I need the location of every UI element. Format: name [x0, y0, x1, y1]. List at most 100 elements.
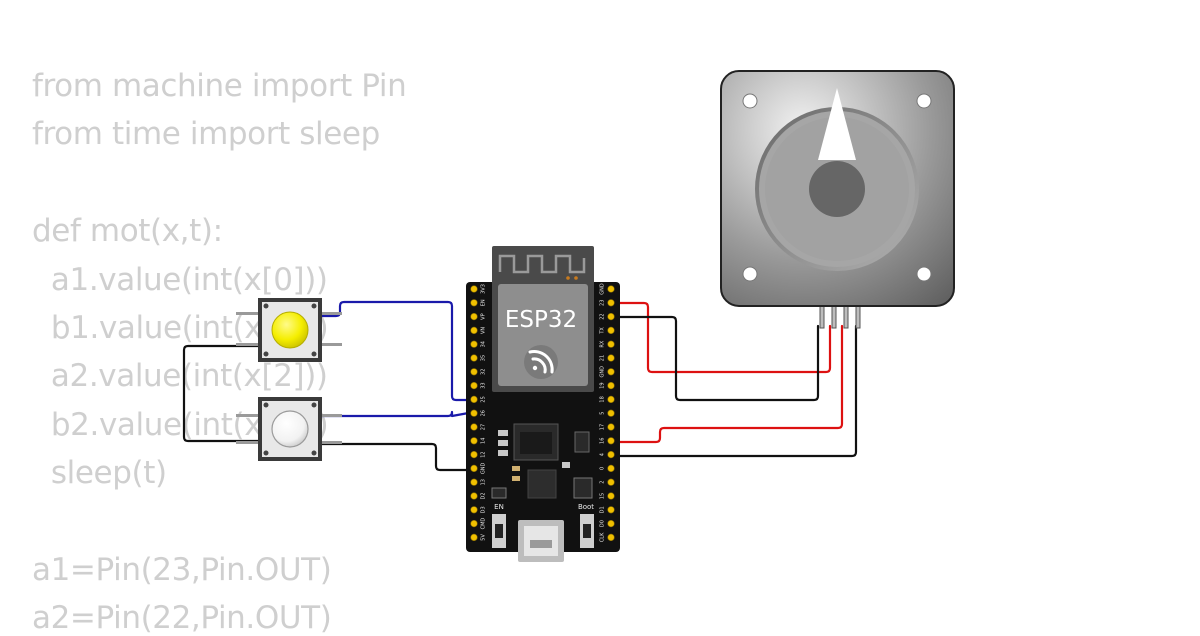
button-yellow[interactable] — [236, 298, 342, 362]
pin-rx[interactable] — [607, 340, 615, 348]
pin-5v[interactable] — [470, 533, 478, 542]
code-line: from machine import Pin — [32, 68, 407, 104]
pin-label: 32 — [481, 369, 487, 375]
pin-13[interactable] — [470, 478, 478, 486]
pin-19[interactable] — [607, 382, 615, 390]
pin-12[interactable] — [470, 451, 478, 459]
pin-label: D3 — [481, 506, 487, 513]
pin-label: 14 — [481, 438, 487, 444]
pin-d3[interactable] — [470, 506, 478, 514]
wire-red-motor-a1[interactable] — [609, 301, 832, 374]
module-label: ESP32 — [505, 307, 577, 333]
pin-33[interactable] — [470, 382, 478, 390]
pin-4[interactable] — [607, 451, 615, 459]
code-line: a1=Pin(23,Pin.OUT) — [32, 552, 332, 588]
motor-shaft — [809, 161, 865, 217]
mount-hole — [916, 93, 932, 109]
pin-label: 16 — [600, 438, 606, 444]
mount-hole — [742, 266, 758, 282]
pin-label: VN — [481, 327, 487, 334]
pin-15[interactable] — [607, 492, 615, 500]
pin-label: 2 — [600, 481, 606, 484]
pin-label: 13 — [481, 479, 487, 485]
pin-23[interactable] — [607, 299, 615, 307]
button-white-cap[interactable] — [271, 410, 309, 448]
pin-35[interactable] — [470, 354, 478, 362]
pin-label: 5V — [481, 534, 487, 541]
stepper-motor[interactable] — [720, 70, 955, 329]
pin-label: 0 — [600, 467, 606, 470]
pin-label: EN — [481, 299, 487, 306]
pin-18[interactable] — [607, 395, 615, 404]
pin-vp[interactable] — [470, 313, 478, 321]
code-line: def mot(x,t): — [32, 213, 223, 250]
pin-label: 17 — [600, 424, 606, 430]
pin-d2[interactable] — [470, 492, 478, 500]
pin-clk[interactable] — [607, 533, 615, 542]
pin-label: VP — [481, 313, 487, 319]
pin-label: 15 — [600, 493, 606, 499]
button-white[interactable] — [236, 397, 342, 461]
pin-tx[interactable] — [607, 326, 615, 335]
pin-vn[interactable] — [470, 326, 478, 335]
wires — [182, 300, 858, 472]
pin-label: 23 — [600, 300, 606, 306]
wire-black-button-loop[interactable] — [182, 344, 262, 443]
pin-21[interactable] — [607, 354, 615, 362]
wire-blue-button2[interactable] — [320, 410, 476, 418]
pin-d1[interactable] — [607, 506, 615, 514]
pin-gnd[interactable] — [470, 464, 478, 473]
code-line: sleep(t) — [32, 455, 167, 492]
pin-22[interactable] — [607, 313, 615, 321]
code-line: from time import sleep — [32, 116, 380, 153]
pin-0[interactable] — [607, 464, 615, 473]
pin-cmd[interactable] — [470, 519, 478, 528]
pin-label: GND — [481, 463, 487, 475]
pin-label: 26 — [481, 410, 487, 416]
left-header: 3V3ENVPVN343532332526271412GND13D2D3CMD5… — [470, 284, 487, 542]
pin-16[interactable] — [607, 437, 615, 445]
code-line: a2.value(int(x[2])) — [32, 358, 328, 395]
wire-red-motor-a2[interactable] — [609, 324, 844, 444]
pin-3v3[interactable] — [470, 285, 478, 293]
mount-hole — [742, 93, 758, 109]
boot-button[interactable] — [580, 514, 594, 548]
mount-hole — [916, 266, 932, 282]
pin-label: 4 — [600, 453, 606, 456]
pin-label: GND — [600, 366, 606, 378]
pin-d0[interactable] — [607, 519, 615, 528]
pin-label: D0 — [600, 520, 606, 527]
pin-label: 18 — [600, 396, 606, 402]
wire-black-gnd[interactable] — [320, 442, 476, 472]
button-yellow-cap[interactable] — [271, 311, 309, 349]
pin-17[interactable] — [607, 423, 615, 431]
shield-can — [498, 284, 588, 386]
usb-port[interactable] — [518, 520, 564, 562]
pin-label: 19 — [600, 382, 606, 388]
esp32-board[interactable]: ESP32 3V3ENVPVN343532332526271412GND13D2… — [466, 246, 620, 562]
pin-5[interactable] — [607, 409, 615, 417]
pin-label: 35 — [481, 355, 487, 361]
pin-25[interactable] — [470, 395, 478, 404]
en-button[interactable] — [492, 514, 506, 548]
wire-black-motor-b1[interactable] — [609, 315, 820, 402]
pin-27[interactable] — [470, 423, 478, 431]
pin-2[interactable] — [607, 478, 615, 486]
pin-label: 33 — [481, 382, 487, 388]
pin-label: CLK — [600, 532, 606, 542]
pin-14[interactable] — [470, 437, 478, 445]
pin-en[interactable] — [470, 299, 478, 307]
pin-gnd[interactable] — [607, 285, 615, 293]
pin-32[interactable] — [470, 368, 478, 376]
shaft-pointer — [818, 88, 856, 160]
pin-label: 5 — [600, 412, 606, 415]
pin-gnd[interactable] — [607, 368, 615, 376]
wire-blue-button1[interactable] — [320, 300, 476, 402]
pin-label: D1 — [600, 506, 606, 513]
pin-label: 22 — [600, 313, 606, 319]
wire-black-motor-b2[interactable] — [609, 324, 858, 458]
pin-34[interactable] — [470, 340, 478, 348]
pin-26[interactable] — [470, 409, 478, 417]
